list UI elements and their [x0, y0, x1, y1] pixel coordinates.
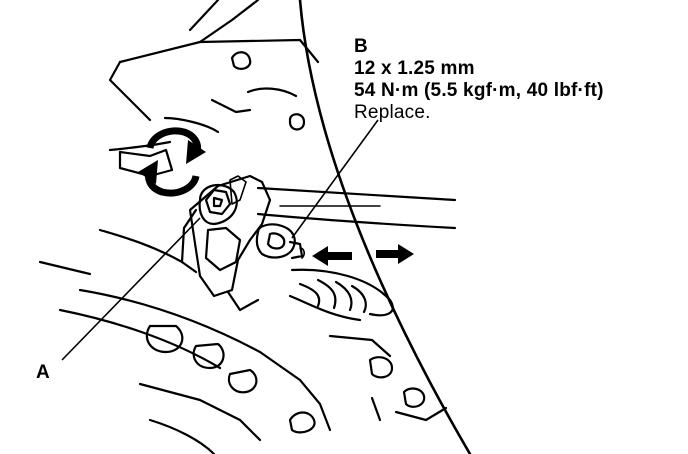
flange-bolt	[255, 223, 305, 260]
leader-line-b	[291, 119, 379, 239]
knuckle-bracket	[180, 174, 272, 312]
rotate-arrows-icon	[138, 127, 206, 197]
callout-a-letter: A	[36, 362, 50, 383]
cv-boot	[288, 268, 394, 322]
bolt-size-spec: 12 x 1.25 mm	[354, 58, 475, 79]
left-right-arrows-icon	[312, 244, 414, 266]
bolt-head	[198, 183, 238, 226]
lower-subframe	[38, 228, 448, 454]
callout-b-letter: B	[354, 36, 368, 57]
torque-spec: 54 N·m (5.5 kgf·m, 40 lbf·ft)	[354, 80, 604, 101]
axle-shaft	[256, 186, 457, 230]
upper-body-panel	[108, 0, 320, 178]
leader-line-a	[61, 217, 201, 361]
callout-b: B 12 x 1.25 mm 54 N·m (5.5 kgf·m, 40 lbf…	[354, 36, 604, 124]
replace-note: Replace.	[354, 102, 431, 123]
callout-a: A	[36, 362, 50, 384]
